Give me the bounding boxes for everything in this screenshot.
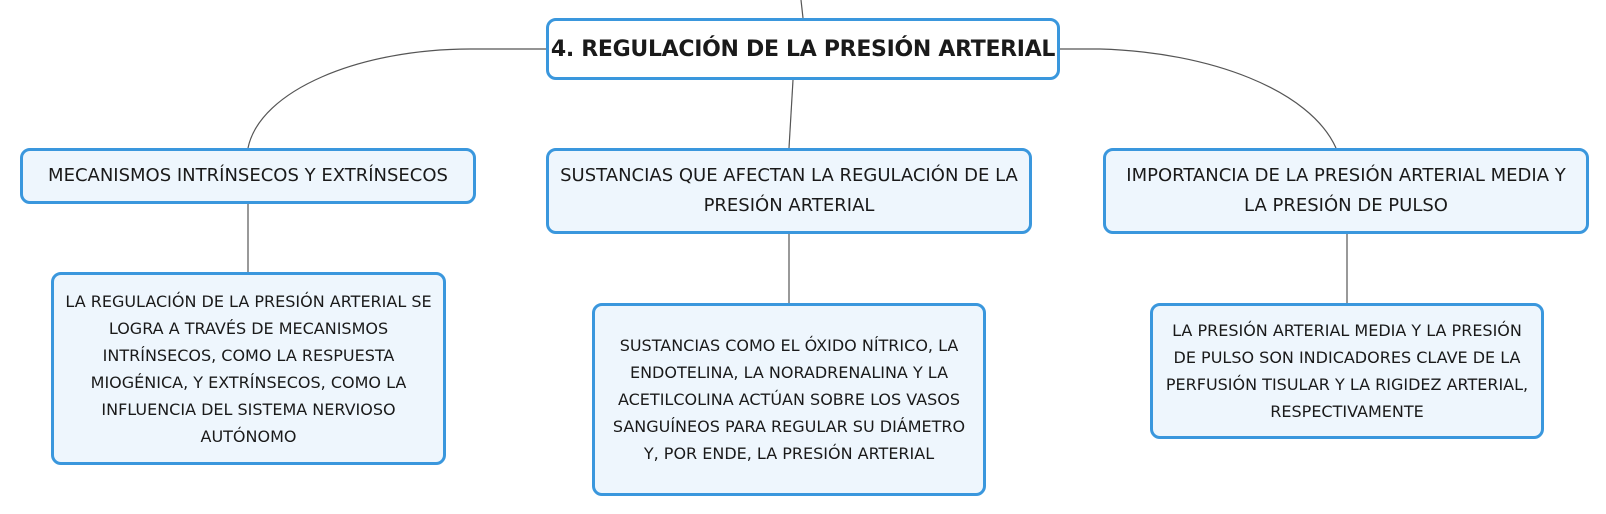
topic-label: IMPORTANCIA DE LA PRESIÓN ARTERIAL MEDIA… (1126, 165, 1566, 216)
topic-sustancias[interactable]: SUSTANCIAS QUE AFECTAN LA REGULACIÓN DE … (546, 148, 1032, 234)
connector-root-topic-right (1060, 48, 1337, 149)
root-topic-label: 4. REGULACIÓN DE LA PRESIÓN ARTERIAL (550, 36, 1056, 62)
detail-mecanismos[interactable]: LA REGULACIÓN DE LA PRESIÓN ARTERIAL SE … (51, 272, 446, 465)
detail-importancia[interactable]: LA PRESIÓN ARTERIAL MEDIA Y LA PRESIÓN D… (1150, 303, 1544, 439)
topic-importancia[interactable]: IMPORTANCIA DE LA PRESIÓN ARTERIAL MEDIA… (1103, 148, 1589, 234)
topic-label: SUSTANCIAS QUE AFECTAN LA REGULACIÓN DE … (560, 165, 1018, 216)
detail-sustancias[interactable]: SUSTANCIAS COMO EL ÓXIDO NÍTRICO, LA END… (592, 303, 986, 496)
connector-parent-root (800, 0, 804, 19)
topic-label: MECANISMOS INTRÍNSECOS Y EXTRÍNSECOS (48, 165, 448, 186)
connector-root-topic-left (247, 48, 546, 149)
root-topic[interactable]: 4. REGULACIÓN DE LA PRESIÓN ARTERIAL (546, 18, 1060, 80)
detail-text: LA REGULACIÓN DE LA PRESIÓN ARTERIAL SE … (65, 291, 432, 446)
detail-text: SUSTANCIAS COMO EL ÓXIDO NÍTRICO, LA END… (612, 336, 966, 463)
detail-text: LA PRESIÓN ARTERIAL MEDIA Y LA PRESIÓN D… (1165, 321, 1529, 421)
topic-mecanismos[interactable]: MECANISMOS INTRÍNSECOS Y EXTRÍNSECOS (20, 148, 476, 204)
connector-root-topic-center (788, 79, 794, 149)
